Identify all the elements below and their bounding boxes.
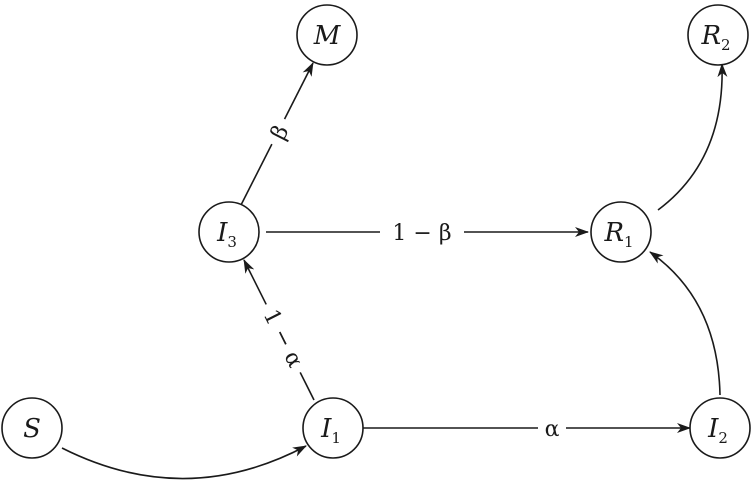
svg-text:M: M [313,21,342,51]
node-r2: R2 [687,4,749,66]
svg-text:R1: R1 [603,218,633,251]
node-m: M [296,4,358,66]
edge-label-i1-i2: α [538,412,566,442]
edge-r1-to-r2 [657,63,728,211]
svg-text:I1: I1 [320,414,341,447]
edge-i2-to-r1 [649,251,721,396]
edge-label-i3-m: β [258,112,300,152]
edge-label-i3-r1: 1 − β [380,216,464,248]
svg-text:I3: I3 [216,218,237,251]
svg-text:S: S [23,414,41,444]
svg-text:1 − β: 1 − β [392,221,451,246]
edge-label-i1-i3: 1 − α [252,296,316,380]
node-i2: I2 [689,397,751,459]
edge-s-to-i1 [61,445,307,480]
svg-text:I2: I2 [707,414,728,447]
node-i3: I3 [198,201,260,263]
svg-text:α: α [545,417,560,442]
svg-text:R2: R2 [700,21,730,54]
node-s: S [1,397,63,459]
node-r1: R1 [590,201,652,263]
node-i1: I1 [302,397,364,459]
